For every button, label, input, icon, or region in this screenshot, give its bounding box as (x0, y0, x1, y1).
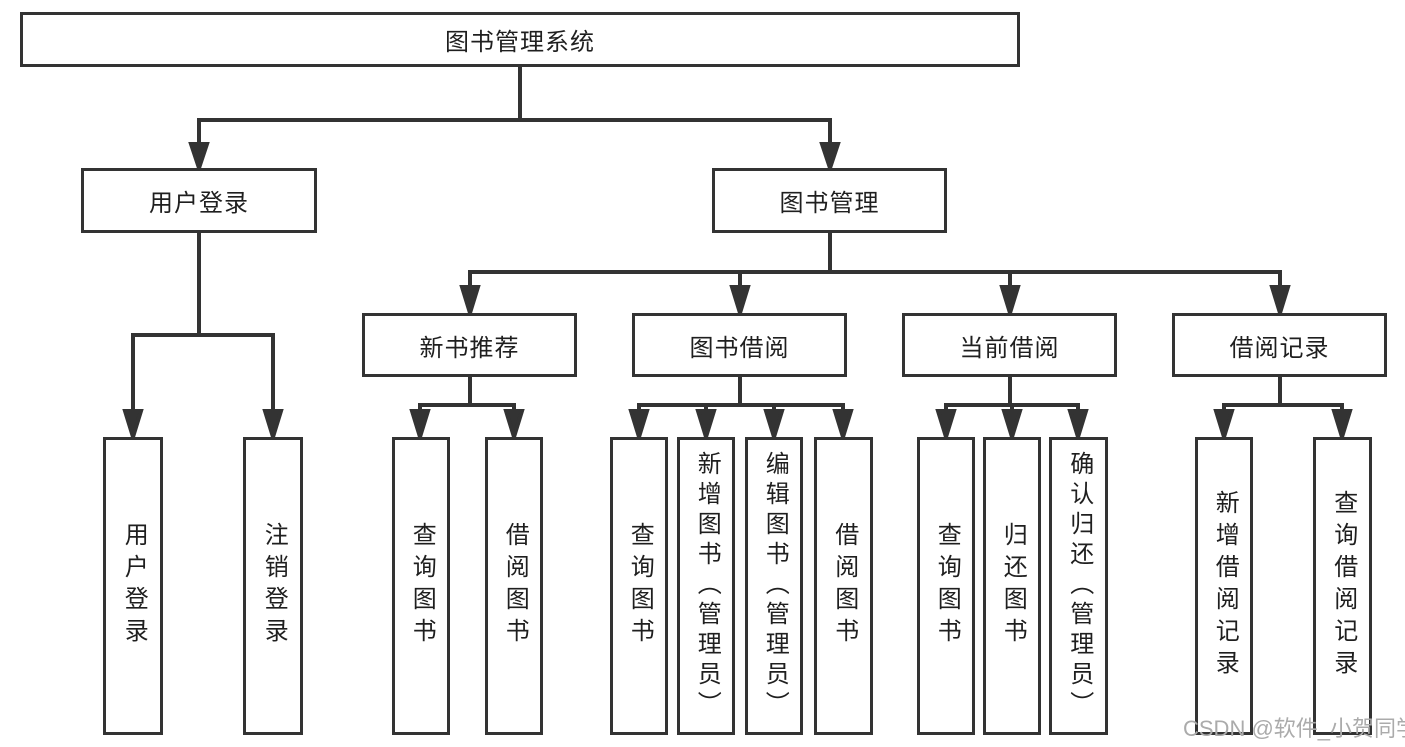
node-user-login: 用户登录 (81, 168, 317, 233)
connector-arrowhead (1269, 285, 1291, 320)
node-borrow-books: 借阅图书 (814, 437, 873, 735)
connector-arrowhead (999, 285, 1021, 320)
node-add-borrow-record: 新增借阅记录 (1195, 437, 1253, 735)
connector-arrowhead (819, 142, 841, 175)
node-return-books: 归还图书 (983, 437, 1041, 735)
node-root-label: 图书管理系统 (445, 29, 595, 56)
node-query-books-current-label: 查询图书 (933, 522, 961, 650)
node-book-management-label: 图书管理 (779, 190, 880, 217)
connector-arrowhead (1331, 409, 1353, 444)
edge-book-management-to-level2 (459, 231, 1291, 320)
node-user-login-leaf-label: 用户登录 (120, 522, 148, 650)
node-current-borrow-label: 当前借阅 (959, 334, 1060, 362)
node-edit-books-admin: 编辑图书（管理员） (745, 437, 803, 735)
node-confirm-return-admin: 确认归还（管理员） (1049, 437, 1108, 735)
node-return-books-label: 归还图书 (999, 522, 1027, 650)
node-new-book-recommend: 新书推荐 (362, 313, 577, 377)
node-add-borrow-record-label: 新增借阅记录 (1211, 490, 1239, 682)
node-borrow-records: 借阅记录 (1172, 313, 1387, 377)
node-borrow-records-label: 借阅记录 (1229, 334, 1330, 362)
node-user-login-leaf: 用户登录 (103, 437, 163, 735)
connector-arrowhead (1213, 409, 1235, 444)
node-confirm-return-admin-label: 确认归还（管理员） (1065, 451, 1093, 721)
node-user-login-label: 用户登录 (149, 190, 249, 217)
node-borrow-books-recommend: 借阅图书 (485, 437, 543, 735)
node-edit-books-admin-label: 编辑图书（管理员） (761, 451, 789, 721)
node-logout: 注销登录 (243, 437, 303, 735)
edge-new-book-recommend-to-children (409, 375, 525, 444)
connector-arrowhead (188, 142, 210, 175)
node-book-borrow: 图书借阅 (632, 313, 847, 377)
connector-arrowhead (763, 409, 785, 444)
node-add-books-admin: 新增图书（管理员） (677, 437, 735, 735)
node-query-books-borrow-label: 查询图书 (626, 522, 654, 650)
node-query-borrow-record-label: 查询借阅记录 (1329, 490, 1357, 682)
connector-arrowhead (695, 409, 717, 444)
connector-arrowhead (935, 409, 957, 444)
node-current-borrow: 当前借阅 (902, 313, 1117, 377)
node-query-borrow-record: 查询借阅记录 (1313, 437, 1372, 735)
node-book-borrow-label: 图书借阅 (689, 334, 790, 362)
connector-arrowhead (1001, 409, 1023, 444)
edge-borrow-records-to-children (1213, 375, 1353, 444)
node-new-book-recommend-label: 新书推荐 (419, 334, 520, 362)
edge-user-login-to-children (122, 231, 284, 444)
node-book-management: 图书管理 (712, 168, 947, 233)
node-query-books-current: 查询图书 (917, 437, 975, 735)
connector-arrowhead (122, 409, 144, 444)
node-borrow-books-label: 借阅图书 (830, 522, 858, 650)
node-add-books-admin-label: 新增图书（管理员） (693, 451, 721, 721)
connector-arrowhead (409, 409, 431, 444)
node-query-books-recommend: 查询图书 (392, 437, 450, 735)
node-logout-label: 注销登录 (260, 522, 288, 650)
connector-arrowhead (628, 409, 650, 444)
edge-current-borrow-to-children (935, 375, 1089, 444)
connector-arrowhead (459, 285, 481, 320)
connector-arrowhead (832, 409, 854, 444)
node-query-books-borrow: 查询图书 (610, 437, 668, 735)
connector-arrowhead (503, 409, 525, 444)
edge-root-to-level1 (188, 65, 841, 175)
csdn-watermark: CSDN @软件_小贺同学 (1183, 716, 1405, 741)
connector-arrowhead (729, 285, 751, 320)
node-root: 图书管理系统 (20, 12, 1020, 67)
node-query-books-recommend-label: 查询图书 (408, 522, 436, 650)
edge-book-borrow-to-children (628, 375, 854, 444)
connector-arrowhead (1067, 409, 1089, 444)
connector-arrowhead (262, 409, 284, 444)
node-borrow-books-recommend-label: 借阅图书 (501, 522, 529, 650)
